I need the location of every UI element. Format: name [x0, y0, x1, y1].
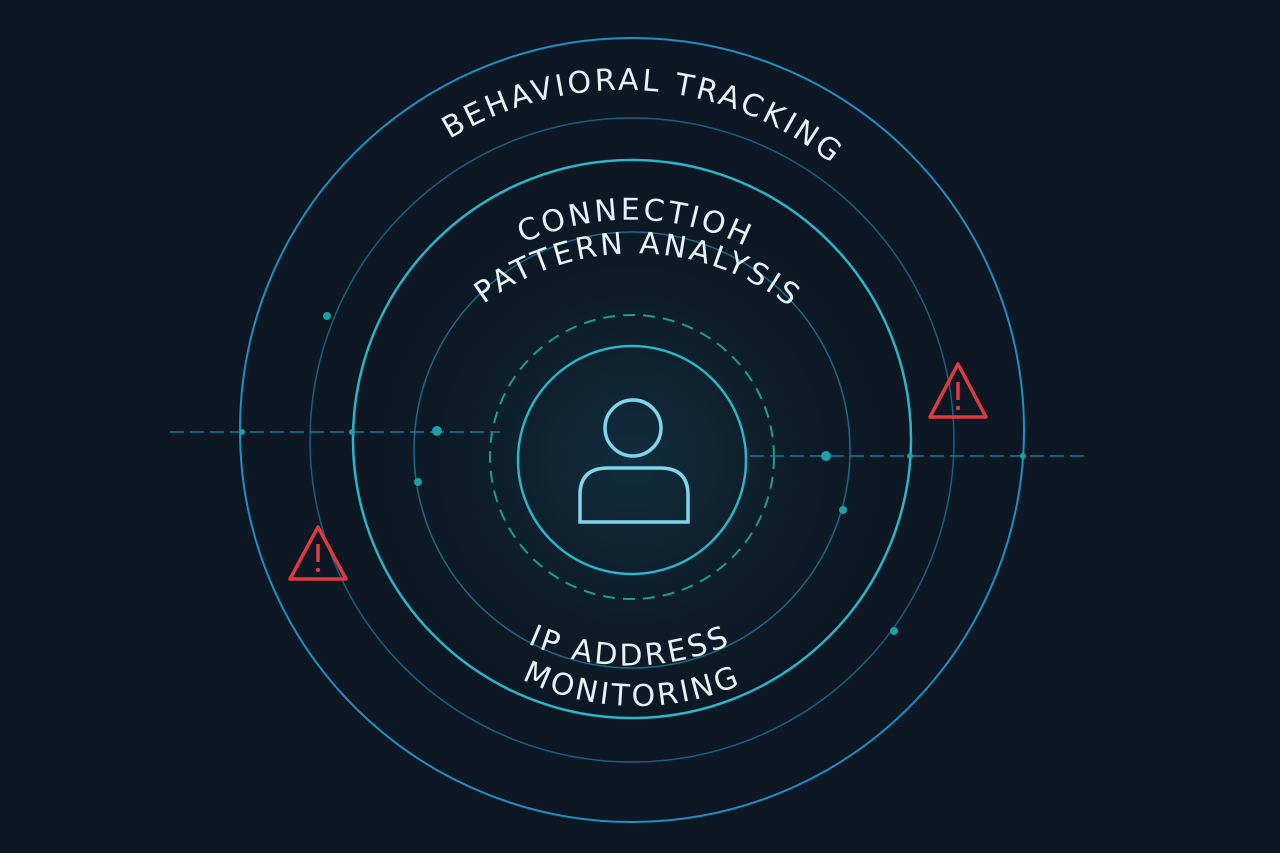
connection-inner-ring — [413, 231, 851, 669]
node-dot — [839, 506, 847, 514]
node-dot — [1020, 453, 1026, 459]
warning-icon — [928, 362, 988, 419]
center-glow — [332, 160, 932, 760]
behavioral-tracking-label: BEHAVIORAL TRACKING — [436, 63, 850, 172]
node-dot — [239, 429, 245, 435]
node-dot — [349, 429, 355, 435]
warning-icon — [288, 525, 348, 581]
behavioral-inner-ring — [309, 117, 955, 763]
node-dot — [821, 451, 831, 461]
behavioral-tracking-text: BEHAVIORAL TRACKING — [436, 63, 847, 172]
user-icon — [578, 398, 690, 524]
node-dot — [432, 426, 442, 436]
node-dot — [907, 453, 913, 459]
center-ring — [516, 344, 748, 576]
node-dot — [890, 627, 898, 635]
dashed-ring — [489, 314, 775, 600]
node-dot — [414, 478, 422, 486]
node-dots — [239, 312, 1026, 635]
node-dot — [323, 312, 331, 320]
connection-ring — [351, 158, 913, 720]
